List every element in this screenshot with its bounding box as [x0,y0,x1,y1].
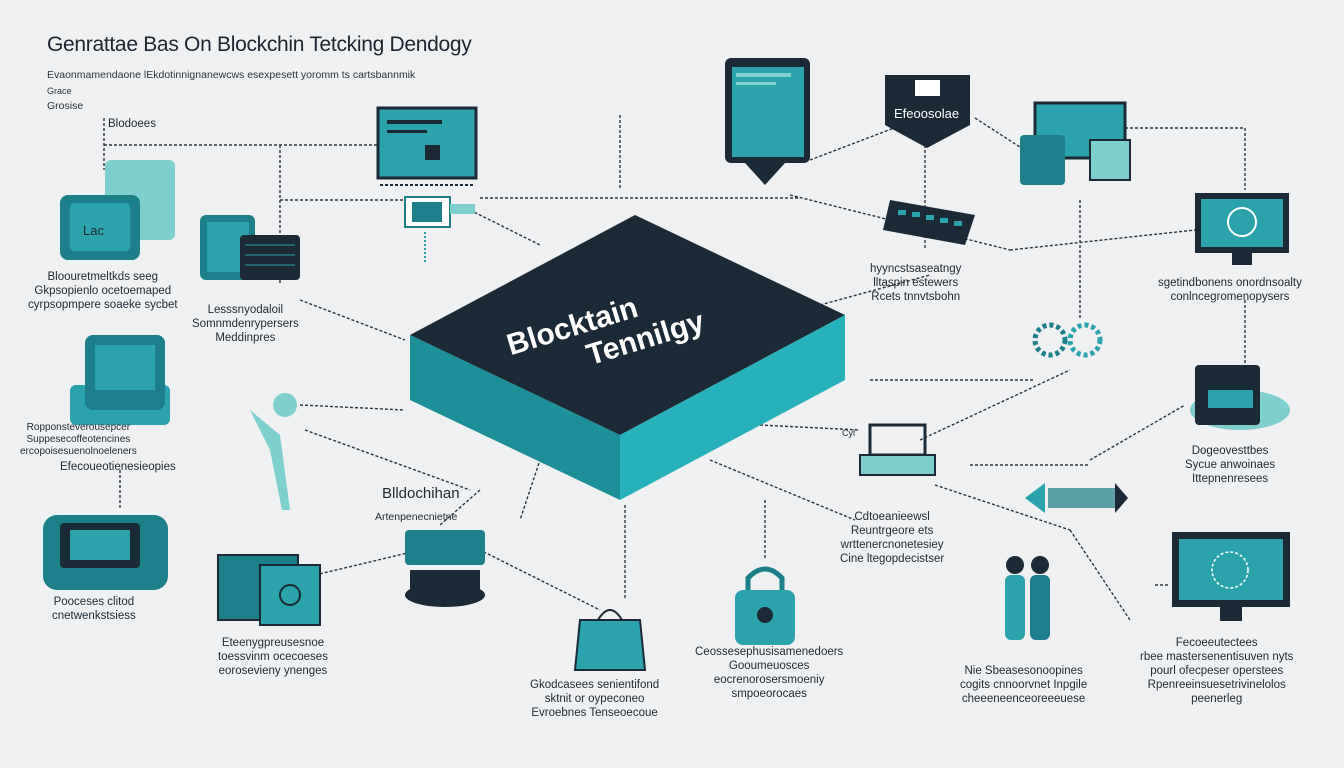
open-laptop-icon [859,423,936,476]
label-dots: Cyl [842,428,855,438]
link-line [1089,404,1186,461]
link-line [809,119,916,161]
router-icon [405,530,485,607]
server-cloud-icon [1190,365,1290,430]
label-inner-left: Lesssnyodaloil Somnmdenrypersers Meddinp… [192,304,299,344]
people-figures-icon [1005,556,1050,640]
link-line [934,484,1071,531]
padlock-icon [735,566,795,645]
link-line [299,404,406,411]
link-line [469,209,541,246]
link-line [759,424,861,431]
hardware-box-icon [43,515,168,590]
svg-text:Lac: Lac [83,223,104,238]
link-line [789,194,1011,251]
label-bottom-c: Ceossesephusisamenedoers Gooumeuosces eo… [695,646,844,700]
laptop-icon [200,215,300,280]
label-mid-block-sub: Artenpenecnietne [375,511,458,523]
label-bottom-a: Eteenygpreusesnoe toessvinm ocecoeses eo… [218,637,328,677]
label-bottom-b: Gkodcasees senientifond sktnit or oypeco… [530,679,660,719]
badge-box-icon: Efeoosolae [885,75,970,148]
link-line [314,549,421,576]
link-line [974,117,1041,161]
server-stack-icon: Lac [60,160,175,260]
link-line [439,489,481,526]
label-bottom-d: Nie Sbeasesonoopines cogits cnnoorvnet I… [960,665,1088,705]
diagram-subtitle-line2: Grace [47,86,72,96]
label-right-far: sgetindbonens onordnsoalty conlncegromen… [1158,277,1302,303]
link-line [1009,229,1196,251]
label-left-mid-b: Efecoueotienesieopies [60,461,176,473]
face-monitor-icon [1195,193,1289,265]
printer-icon [70,335,170,425]
link-line [709,459,856,521]
link-line [469,544,601,611]
gears-icon [1032,322,1103,358]
usb-device-icon [404,196,475,262]
desktop-computer-icon [1020,101,1131,185]
smartphone-icon [725,58,810,185]
label-top-left: Blodoees [108,118,156,130]
device-label: Efeoosolae [894,106,959,121]
blockchain-center-tile [410,215,845,500]
network-monitor-icon [1172,532,1290,621]
person-figure-icon [250,393,297,510]
keyboard-icon [883,200,975,245]
diagram-subtitle-line3: Grosise [47,100,84,112]
label-left-low: Pooceses clitod cnetwenkstsiess [52,596,136,622]
label-bottom-e: Fecoeeutectees rbee mastersenentisuven n… [1140,637,1294,705]
label-right-top: hyyncstsaseatngy lltaspin estewers Rcets… [870,263,962,303]
label-left-upper: Bloouretmeltkds seeg Gkpsopienlo ocetoem… [28,271,178,311]
shopping-bag-icon [573,609,647,671]
label-left-mid: Ropponsteverousepcer Suppesecoffeotencin… [20,422,137,457]
diagram-title: Genrattae Bas On Blockchin Tetcking Dend… [47,33,472,56]
link-line [299,299,406,341]
label-mid-right: Cdtoeanieewsl Reuntrgeore ets wrttenercn… [840,511,945,565]
monitor-icon [376,106,478,186]
arrow-logo-icon [1025,483,1128,513]
link-line [819,274,931,306]
tablets-icon [217,554,321,626]
link-line [1069,529,1131,621]
link-line [304,429,471,491]
diagram-subtitle: Evaonmamendaone lEkdotinnignanewcws esex… [47,69,416,81]
link-line [919,369,1071,441]
label-mid-block: Blldochihan [382,485,460,502]
label-right-mid: Dogeovesttbes Sycue anwoinaes Ittepnenre… [1185,445,1276,485]
